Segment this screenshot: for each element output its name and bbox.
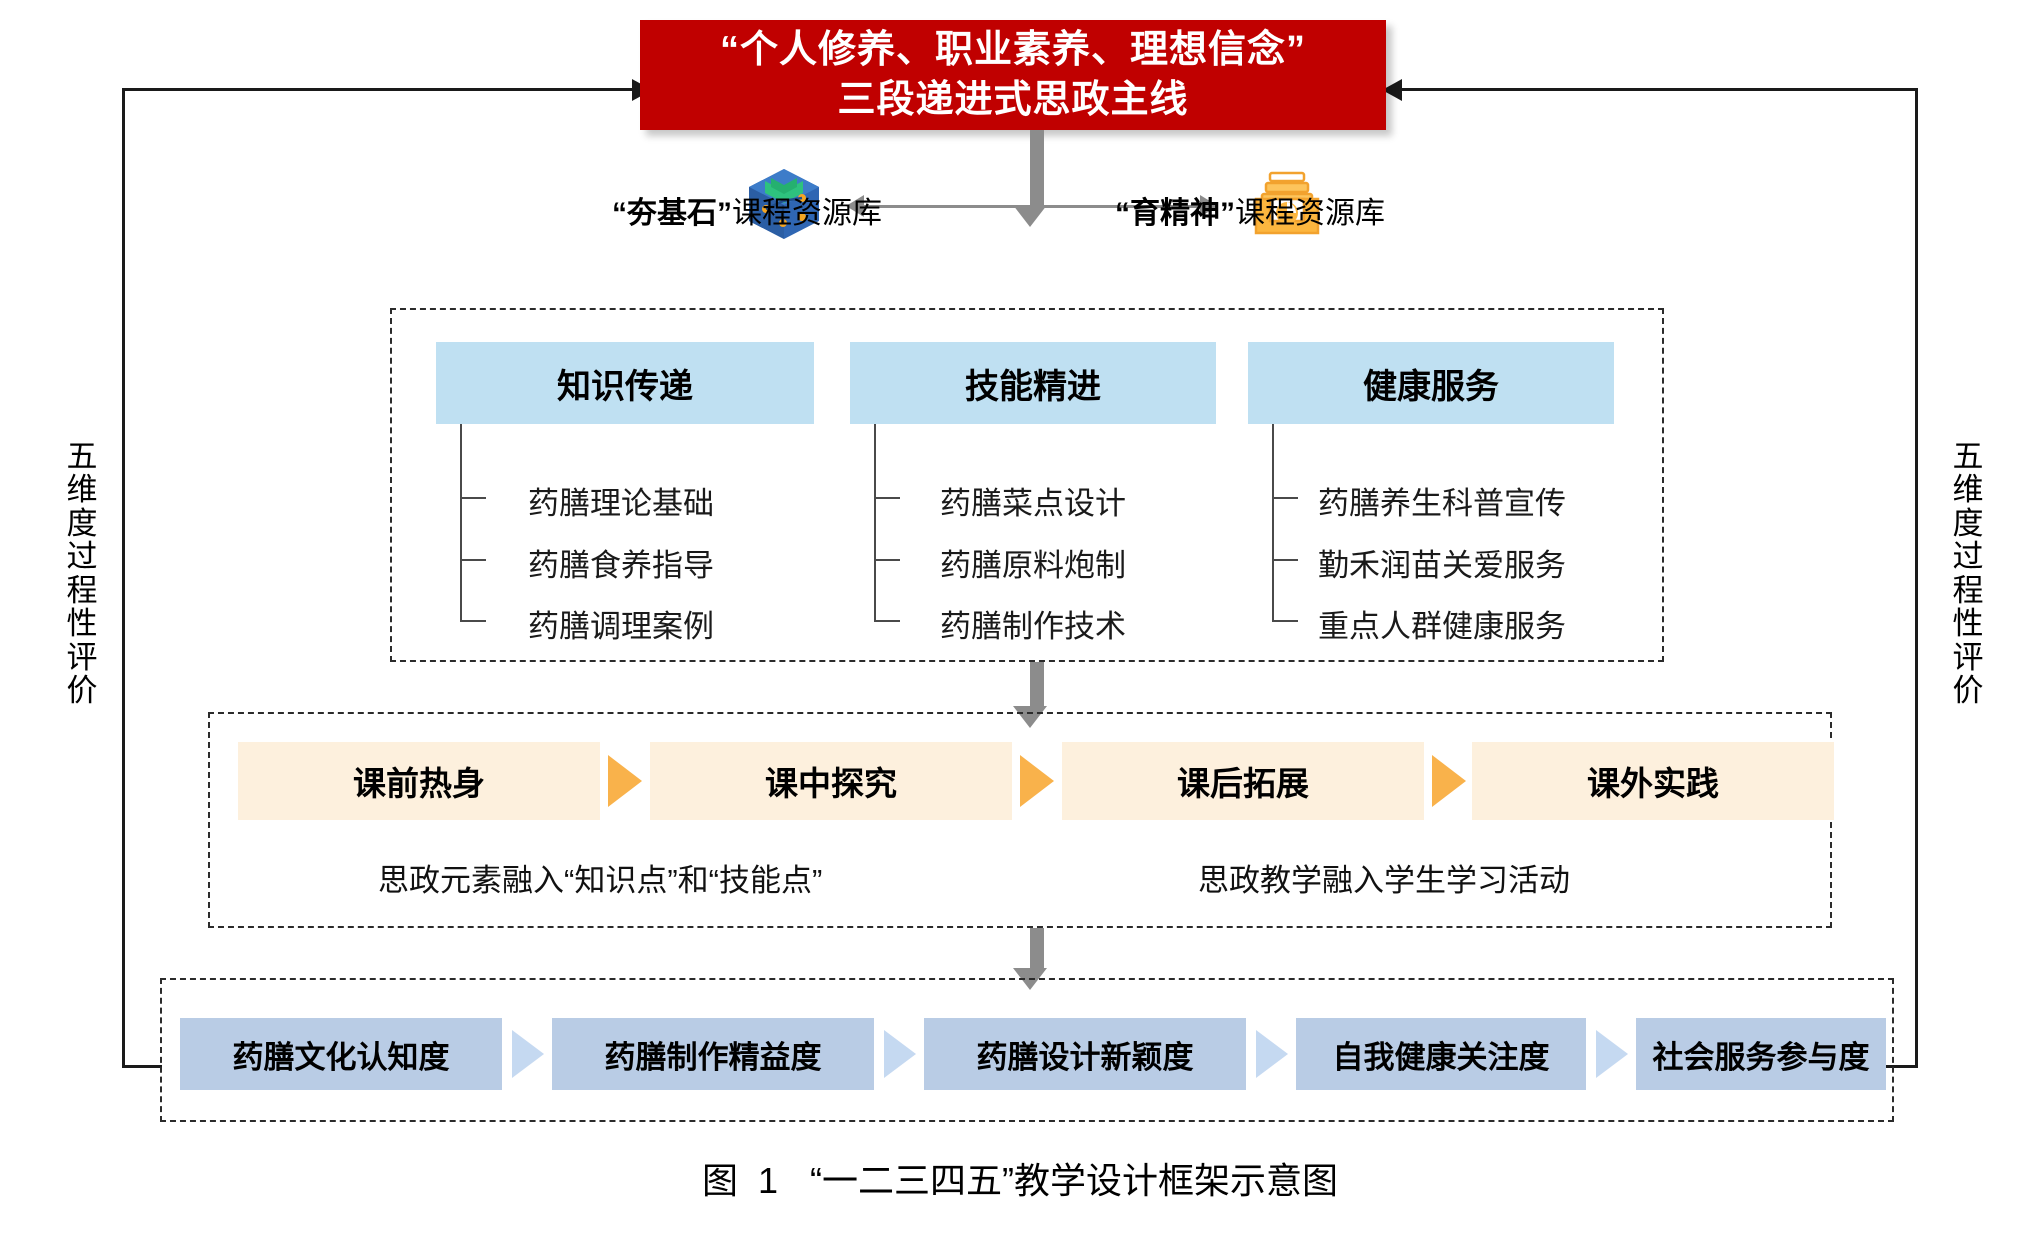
stage-chevron-2 <box>1432 755 1466 807</box>
evaluation-chevron-3 <box>1596 1030 1628 1078</box>
main-theme-banner: “个人修养、职业素养、理想信念” 三段递进式思政主线 <box>640 20 1386 130</box>
category-tree-1 <box>874 424 876 620</box>
category-item-1-0: 药膳菜点设计 <box>940 486 1126 521</box>
category-tick-2-0 <box>1272 497 1298 499</box>
flow-arrow-section1-head <box>1013 706 1047 728</box>
caption-prefix: 图 <box>701 1160 738 1201</box>
stage-box-3: 课外实践 <box>1472 742 1834 820</box>
category-item-1-2: 药膳制作技术 <box>940 609 1126 644</box>
category-title-1: 技能精进 <box>965 367 1101 406</box>
category-tick-1-0 <box>874 497 900 499</box>
evaluation-box-2: 药膳设计新颖度 <box>924 1018 1246 1090</box>
stage-label-3: 课外实践 <box>1587 765 1719 802</box>
frame-left-vertical <box>122 88 125 1068</box>
stage-box-0: 课前热身 <box>238 742 600 820</box>
frame-top-left-horizontal <box>122 88 632 91</box>
resource-connector-left-line <box>860 205 1035 208</box>
category-tick-0-2 <box>460 620 486 622</box>
stage-note-0: 思政元素融入“知识点”和“技能点” <box>378 863 823 898</box>
stage-box-2: 课后拓展 <box>1062 742 1424 820</box>
frame-top-right-horizontal <box>1400 88 1918 91</box>
evaluation-chevron-2 <box>1256 1030 1288 1078</box>
evaluation-box-0: 药膳文化认知度 <box>180 1018 502 1090</box>
stage-note-1: 思政教学融入学生学习活动 <box>1198 863 1570 898</box>
flow-arrow-section2-shaft <box>1030 928 1044 972</box>
figure-caption: 图 1 “一二三四五”教学设计框架示意图 <box>0 1152 2040 1204</box>
category-tick-1-2 <box>874 620 900 622</box>
side-label-left: 五维度过程性评价 <box>66 439 98 709</box>
frame-arrow-into-banner-right <box>1382 79 1402 101</box>
category-tree-0 <box>460 424 462 620</box>
stage-chevron-1 <box>1020 755 1054 807</box>
evaluation-box-3: 自我健康关注度 <box>1296 1018 1586 1090</box>
category-item-2-0: 药膳养生科普宣传 <box>1318 486 1566 521</box>
stage-section-container <box>208 712 1832 928</box>
resource-connector-right-arrow <box>1200 195 1218 217</box>
category-tick-2-2 <box>1272 620 1298 622</box>
evaluation-box-1: 药膳制作精益度 <box>552 1018 874 1090</box>
evaluation-label-3: 自我健康关注度 <box>1332 1039 1550 1075</box>
category-tick-0-0 <box>460 497 486 499</box>
category-tick-2-1 <box>1272 559 1298 561</box>
evaluation-chevron-0 <box>512 1030 544 1078</box>
category-item-1-1: 药膳原料炮制 <box>940 548 1126 583</box>
category-section-container <box>390 308 1664 662</box>
flow-arrow-section1-shaft <box>1030 662 1044 710</box>
evaluation-box-4: 社会服务参与度 <box>1636 1018 1886 1090</box>
category-item-0-0: 药膳理论基础 <box>528 486 714 521</box>
stage-chevron-0 <box>608 755 642 807</box>
evaluation-label-4: 社会服务参与度 <box>1652 1039 1870 1075</box>
resource-right-quoted: “育精神” <box>1115 197 1235 230</box>
evaluation-label-2: 药膳设计新颖度 <box>976 1039 1194 1075</box>
category-header-1: 技能精进 <box>850 342 1216 424</box>
blue-cube-resource-icon <box>745 165 823 243</box>
category-tick-0-1 <box>460 559 486 561</box>
resource-label-left: “夯基石”课程资源库 <box>612 188 882 232</box>
category-item-0-1: 药膳食养指导 <box>528 548 714 583</box>
category-item-0-2: 药膳调理案例 <box>528 609 714 644</box>
flow-arrow-banner-shaft <box>1030 130 1044 208</box>
evaluation-label-1: 药膳制作精益度 <box>604 1039 822 1075</box>
evaluation-label-0: 药膳文化认知度 <box>232 1039 450 1075</box>
stage-box-1: 课中探究 <box>650 742 1012 820</box>
flow-arrow-banner-head <box>1013 205 1047 227</box>
evaluation-section-container <box>160 978 1894 1122</box>
stage-label-2: 课后拓展 <box>1177 765 1309 802</box>
frame-right-vertical <box>1915 88 1918 1068</box>
orange-toolbox-icon <box>1248 165 1326 243</box>
category-item-2-2: 重点人群健康服务 <box>1318 609 1566 644</box>
category-header-2: 健康服务 <box>1248 342 1614 424</box>
category-tree-2 <box>1272 424 1274 620</box>
stage-label-1: 课中探究 <box>765 765 897 802</box>
frame-bottom-left-horizontal <box>122 1065 162 1068</box>
resource-label-right: “育精神”课程资源库 <box>1115 188 1385 232</box>
resource-left-rest: 课程资源库 <box>732 197 882 230</box>
side-label-right: 五维度过程性评价 <box>1952 439 1984 709</box>
resource-connector-right-line <box>1030 205 1202 208</box>
resource-connector-left-arrow <box>846 195 864 217</box>
category-item-2-1: 勤禾润苗关爱服务 <box>1318 548 1566 583</box>
banner-line-2: 三段递进式思政主线 <box>837 79 1189 121</box>
category-header-0: 知识传递 <box>436 342 814 424</box>
resource-right-rest: 课程资源库 <box>1235 197 1385 230</box>
banner-line-1: “个人修养、职业素养、理想信念” <box>719 28 1306 71</box>
evaluation-chevron-1 <box>884 1030 916 1078</box>
category-title-2: 健康服务 <box>1363 367 1499 406</box>
category-tick-1-1 <box>874 559 900 561</box>
resource-left-quoted: “夯基石” <box>612 197 732 230</box>
stage-label-0: 课前热身 <box>353 765 485 802</box>
caption-text: “一二三四五”教学设计框架示意图 <box>810 1160 1339 1201</box>
caption-number: 1 <box>758 1160 781 1201</box>
category-title-0: 知识传递 <box>557 367 693 406</box>
frame-bottom-right-horizontal <box>1878 1065 1918 1068</box>
